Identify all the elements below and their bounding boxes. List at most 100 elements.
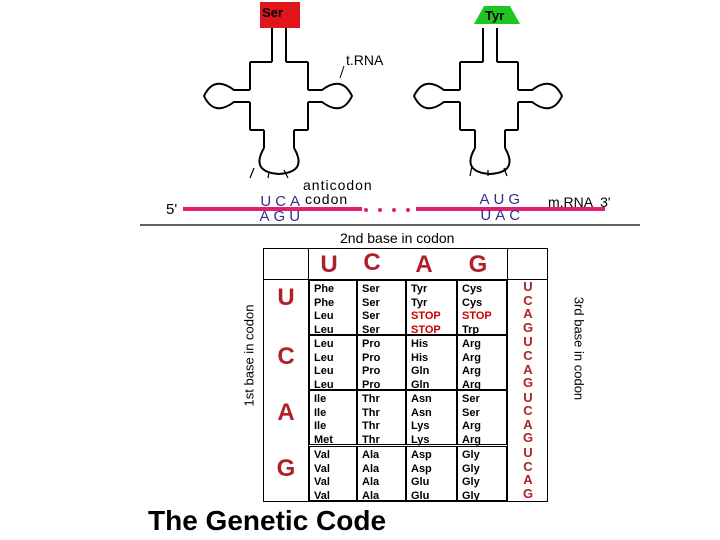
amino-acid: Gly (462, 462, 480, 475)
anticodon-base: A (479, 191, 494, 208)
amino-acid: Thr (362, 406, 380, 419)
trna-label: t.RNA (346, 52, 384, 68)
five-prime-label: 5' (166, 201, 178, 218)
codon-label: codon (305, 191, 349, 207)
third-base: G (522, 319, 534, 335)
second-base-c: C (363, 249, 381, 276)
second-base-title: 2nd base in codon (340, 230, 455, 246)
amino-acid: Val (314, 462, 330, 475)
third-base: G (522, 485, 534, 501)
amino-acid: Leu (314, 365, 334, 378)
amino-acid: Ser (362, 323, 380, 336)
third-base: C (523, 458, 533, 474)
amino-acid: Asn (411, 406, 432, 419)
amino-acid: Thr (362, 393, 380, 405)
amino-acid: Arg (462, 433, 481, 446)
amino-acid: Met (314, 433, 333, 446)
amino-acid: Pro (362, 351, 381, 364)
anticodon-ticks (249, 165, 508, 179)
codon-base: U (480, 207, 496, 224)
mrna-label: m.RNA 3' (548, 194, 611, 210)
amino-acid: Gln (411, 378, 430, 391)
first-base-title: 1st base in codon (241, 304, 257, 407)
ser-box (260, 2, 300, 28)
anticodon-base: C (275, 193, 291, 210)
amino-acid: Asn (411, 393, 432, 405)
amino-acid: His (411, 351, 429, 364)
first-base-a: A (277, 399, 295, 426)
trna-left-fill (252, 64, 307, 151)
trna-pointer (339, 65, 345, 79)
amino-acid: Arg (462, 420, 481, 433)
ser-label: Ser (262, 5, 283, 20)
third-base: A (523, 472, 533, 488)
amino-acid: Pro (362, 378, 381, 391)
anticodon-label: anticodon (303, 177, 373, 193)
third-base: A (523, 306, 533, 322)
codon-base: C (509, 207, 525, 224)
amino-acid: Glu (411, 489, 430, 502)
amino-acid: Gly (462, 489, 480, 502)
third-base: G (522, 375, 534, 391)
amino-acid: Cys (462, 283, 483, 295)
codon-right: UAC (464, 190, 524, 224)
third-base: C (523, 292, 533, 308)
amino-acid: Gly (462, 476, 480, 489)
codon-left: AGU (244, 191, 304, 225)
codon-base: G (273, 208, 290, 225)
amino-acid: Gly (462, 449, 480, 461)
amino-acid: Leu (314, 323, 334, 336)
anticodon-base: U (260, 193, 276, 210)
amino-acid: Lys (411, 433, 430, 446)
anticodon-left: UCA (244, 176, 304, 210)
amino-acid: Ile (314, 406, 327, 419)
amino-acid: Val (314, 449, 330, 461)
third-base: U (523, 444, 533, 460)
amino-acid: Pro (362, 365, 381, 378)
amino-acid: Thr (362, 420, 380, 433)
first-base-u: U (277, 284, 295, 311)
anticodon-base: A (290, 193, 305, 210)
amino-acid: Ala (362, 476, 380, 489)
first-base-g: G (276, 455, 296, 482)
third-base: C (523, 347, 533, 363)
amino-acid: Ala (362, 462, 380, 475)
amino-acid: Pro (362, 338, 381, 350)
amino-acid: Ser (462, 393, 480, 405)
third-base: G (522, 430, 534, 446)
first-base-c: C (277, 343, 295, 370)
amino-acid: Leu (314, 310, 334, 323)
amino-acid: Val (314, 476, 330, 489)
codon-base: A (495, 207, 510, 224)
third-base: U (523, 334, 533, 350)
anticodon-base: G (508, 191, 525, 208)
tyr-label: Tyr (485, 8, 505, 23)
amino-acid: Leu (314, 351, 334, 364)
codon-base: U (289, 208, 305, 225)
second-base-a: A (415, 251, 433, 278)
amino-acid: Phe (314, 283, 335, 295)
amino-acid: Arg (462, 365, 481, 378)
amino-acid: Ile (314, 420, 327, 433)
amino-acid: Ser (362, 283, 380, 295)
second-base-u: U (320, 251, 338, 278)
amino-acid: STOP (411, 323, 441, 336)
amino-acid: Ile (314, 393, 327, 405)
amino-acid: Asp (411, 449, 432, 461)
amino-acid: His (411, 338, 429, 350)
amino-acid: Ser (362, 310, 380, 323)
amino-acid: Phe (314, 296, 335, 309)
